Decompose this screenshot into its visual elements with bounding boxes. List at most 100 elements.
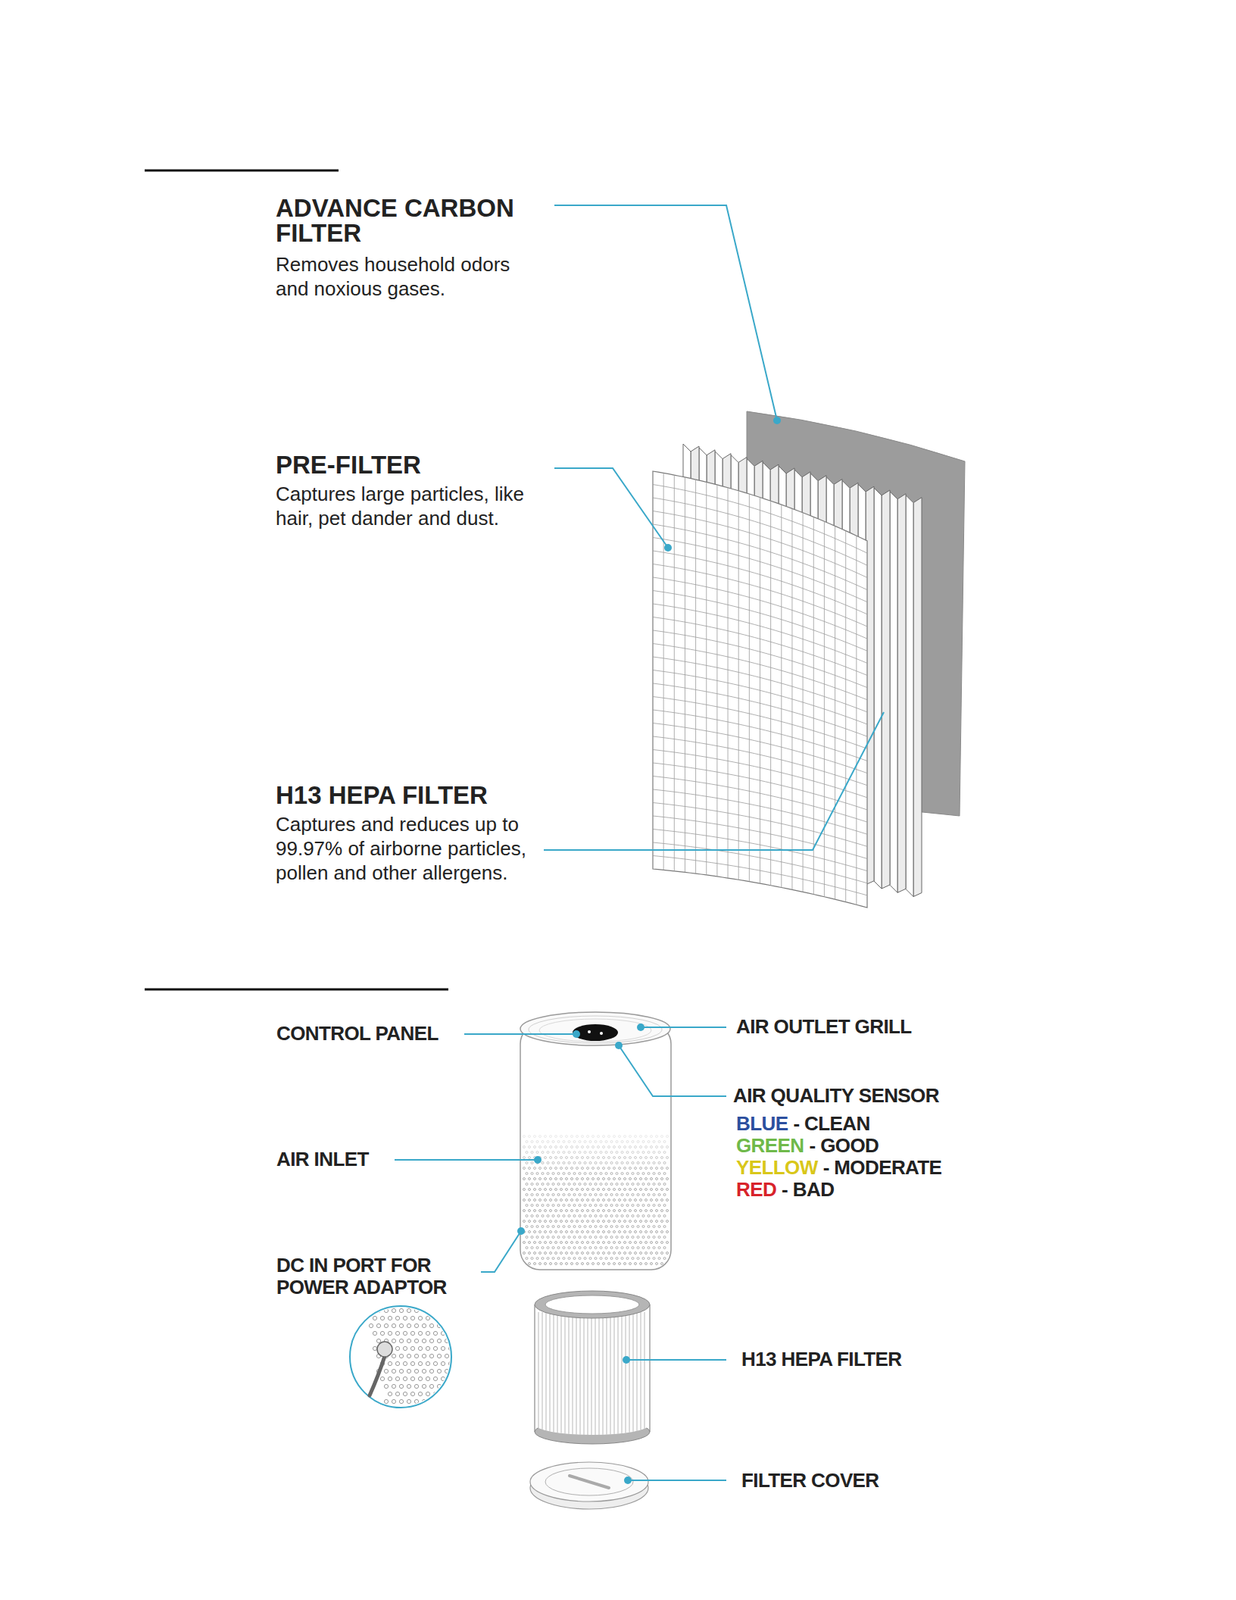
inlet-hole — [658, 1140, 661, 1143]
inlet-hole — [528, 1241, 531, 1244]
inlet-hole — [608, 1251, 611, 1255]
inlet-hole — [436, 1307, 441, 1312]
control-panel-light — [599, 1031, 603, 1035]
inlet-hole — [663, 1172, 666, 1175]
inlet-hole — [549, 1177, 553, 1180]
inlet-hole — [452, 1398, 456, 1403]
inlet-hole — [634, 1262, 637, 1265]
part-label: CONTROL PANEL — [276, 1022, 439, 1046]
inlet-hole — [560, 1209, 563, 1212]
inlet-hole — [387, 1360, 392, 1365]
inlet-hole — [626, 1172, 629, 1175]
color-name: BLUE — [736, 1112, 788, 1136]
inlet-hole — [626, 1214, 629, 1218]
inlet-hole — [618, 1209, 622, 1212]
outlet-grill-ring — [528, 1015, 662, 1043]
inlet-hole — [658, 1193, 661, 1196]
inlet-hole — [562, 1204, 565, 1207]
inlet-hole — [433, 1315, 437, 1320]
control-panel-light — [587, 1030, 591, 1034]
inlet-hole — [613, 1188, 616, 1191]
inlet-hole — [418, 1345, 422, 1350]
color-name: GREEN — [736, 1134, 804, 1158]
inlet-hole — [560, 1262, 563, 1265]
leader-dot — [533, 1155, 542, 1164]
inlet-hole — [642, 1214, 645, 1218]
inlet-hole — [539, 1230, 542, 1233]
inlet-hole — [663, 1236, 666, 1239]
inlet-hole — [560, 1188, 563, 1191]
leader-dot — [614, 1041, 623, 1049]
inlet-hole — [636, 1193, 640, 1196]
inlet-hole — [581, 1135, 584, 1138]
inlet-hole — [642, 1193, 645, 1196]
inlet-hole — [624, 1167, 627, 1170]
inlet-hole — [594, 1257, 597, 1260]
inlet-hole — [448, 1330, 453, 1335]
inlet-hole — [565, 1241, 569, 1244]
inlet-hole — [636, 1257, 640, 1260]
cylinder-pleat — [538, 1311, 540, 1428]
inlet-hole — [586, 1145, 590, 1149]
inlet-hole — [634, 1230, 637, 1233]
inlet-hole — [592, 1262, 595, 1265]
part-heading: ADVANCE CARBON FILTER — [275, 195, 549, 246]
inlet-hole — [552, 1257, 555, 1260]
inlet-hole — [610, 1246, 613, 1249]
inlet-hole — [571, 1198, 574, 1202]
inlet-hole — [530, 1204, 534, 1207]
inlet-hole — [555, 1209, 558, 1212]
inlet-hole — [414, 1398, 419, 1403]
inlet-hole — [528, 1198, 531, 1202]
inlet-hole — [602, 1220, 606, 1223]
inlet-hole — [589, 1151, 592, 1154]
inlet-hole — [599, 1182, 603, 1186]
inlet-hole — [608, 1145, 611, 1149]
inlet-hole — [594, 1182, 597, 1186]
inlet-hole — [530, 1161, 534, 1165]
inlet-hole — [605, 1161, 608, 1165]
inlet-hole — [544, 1156, 547, 1159]
inlet-hole — [663, 1214, 666, 1218]
inlet-hole — [544, 1145, 547, 1149]
inlet-hole — [652, 1204, 656, 1207]
inlet-hole — [425, 1391, 430, 1396]
inlet-hole — [421, 1383, 426, 1388]
inlet-hole — [583, 1193, 587, 1196]
inlet-hole — [661, 1188, 664, 1191]
inlet-hole — [626, 1151, 629, 1154]
inlet-hole — [530, 1257, 534, 1260]
inlet-hole — [421, 1353, 426, 1358]
inlet-hole — [661, 1135, 664, 1138]
inlet-hole — [433, 1330, 437, 1335]
inlet-hole — [645, 1230, 648, 1233]
inlet-hole — [624, 1188, 627, 1191]
inlet-hole — [586, 1167, 590, 1170]
inlet-hole — [410, 1315, 415, 1320]
pre-filter-mesh — [652, 736, 868, 786]
inlet-hole — [395, 1360, 400, 1365]
inlet-hole — [583, 1204, 587, 1207]
inlet-hole — [573, 1204, 576, 1207]
inlet-hole — [544, 1220, 547, 1223]
cylinder-pleat — [568, 1311, 570, 1434]
inlet-hole — [560, 1135, 563, 1138]
inlet-hole — [568, 1140, 571, 1143]
inlet-hole — [636, 1236, 640, 1239]
inlet-hole — [605, 1236, 608, 1239]
inlet-hole — [448, 1360, 453, 1365]
inlet-hole — [528, 1167, 531, 1170]
inlet-hole — [557, 1140, 560, 1143]
leader-dot — [622, 1355, 631, 1364]
inlet-hole — [602, 1198, 606, 1202]
inlet-hole — [552, 1214, 555, 1218]
inlet-hole — [594, 1193, 597, 1196]
inlet-hole — [549, 1198, 553, 1202]
inlet-hole — [549, 1220, 553, 1223]
inlet-hole — [652, 1246, 656, 1249]
inlet-hole — [418, 1330, 422, 1335]
air-quality-level: - GOOD — [808, 1134, 879, 1158]
inlet-hole — [636, 1140, 640, 1143]
pre-filter-mesh — [652, 855, 868, 896]
leader-line — [543, 711, 884, 850]
